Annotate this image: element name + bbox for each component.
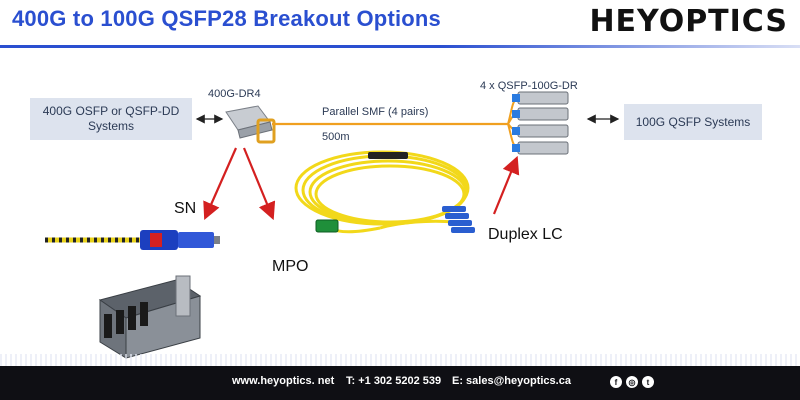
sn-transceiver-module: [98, 275, 202, 359]
sn-callout: SN: [174, 200, 197, 217]
source-system-label: 400G OSFP or QSFP-DD Systems: [42, 104, 180, 133]
mpo-callout: MPO: [272, 258, 309, 275]
arrow-to-mpo: [242, 147, 276, 221]
footer-phone[interactable]: T: +1 302 5202 539: [346, 375, 442, 387]
qsfp-100g-dr-modules: [512, 91, 569, 155]
facebook-icon[interactable]: f: [610, 376, 622, 388]
twitter-icon[interactable]: t: [642, 376, 654, 388]
arrow-to-sn: [203, 147, 238, 221]
instagram-icon[interactable]: ◎: [626, 376, 638, 388]
transceiver-400g-dr4: [225, 105, 276, 144]
arrow-to-duplex-lc: [492, 155, 520, 215]
distance-label: 500m: [322, 131, 350, 143]
heyoptics-logo: HEYOPTICS: [589, 4, 788, 39]
title-underline: [0, 45, 800, 48]
cable-label-sleeve: [368, 152, 408, 159]
target-system-label: 100G QSFP Systems: [635, 114, 751, 129]
sn-connector-cable: [45, 230, 220, 250]
footer-dot-pattern: [0, 354, 800, 368]
breakout-label: 4 x QSFP-100G-DR: [480, 80, 578, 92]
page-title: 400G to 100G QSFP28 Breakout Options: [12, 6, 441, 31]
target-system-box: 100G QSFP Systems: [624, 104, 762, 140]
transceiver-label: 400G-DR4: [208, 88, 261, 100]
mpo-connector: [315, 219, 339, 233]
footer-bar: www.heyoptics. net T: +1 302 5202 539 E:…: [0, 366, 800, 400]
source-system-box: 400G OSFP or QSFP-DD Systems: [30, 98, 192, 140]
link-label: Parallel SMF (4 pairs): [322, 106, 429, 118]
duplex-lc-callout: Duplex LC: [488, 226, 563, 243]
lc-connectors: [442, 206, 475, 233]
footer-email[interactable]: E: sales@heyoptics.ca: [452, 375, 571, 387]
footer-website[interactable]: www.heyoptics. net: [232, 375, 335, 387]
